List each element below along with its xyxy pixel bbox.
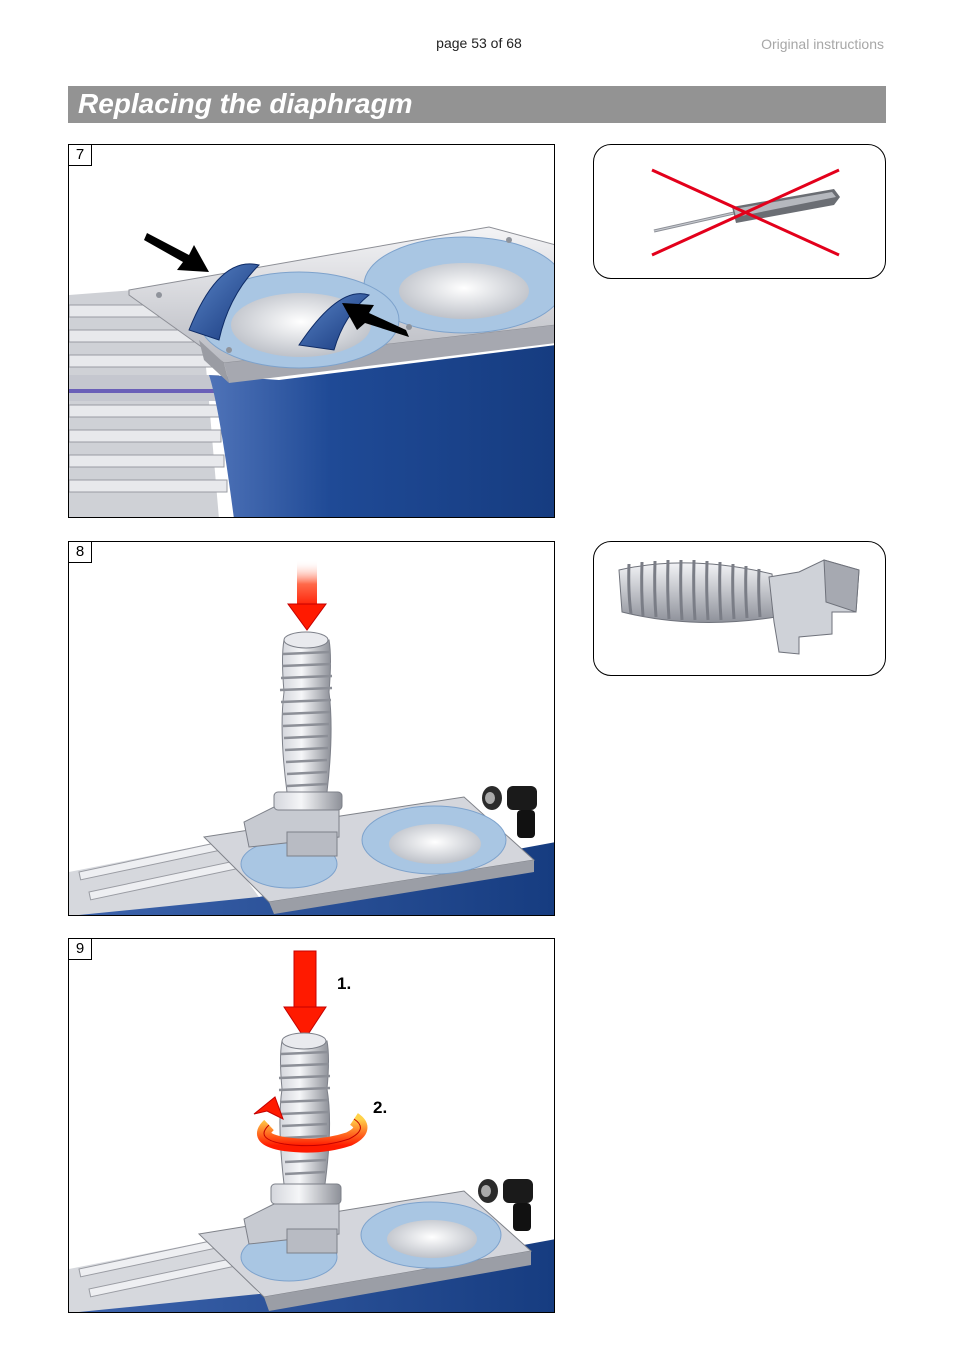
cross-line-2 [651,168,840,257]
tool-press-and-rotate-drawing [69,950,554,1312]
black-pointer-arrows [144,233,409,337]
callout-tool-detail [593,541,886,676]
step-number: 9 [69,939,92,960]
diaphragm-chamber-right [363,236,554,334]
diaphragm-flap-left [188,263,260,341]
hose-fitting [482,786,537,838]
step-number: 7 [69,145,92,166]
callout-no-screwdriver [593,144,886,279]
arrow-down-icon [283,1006,327,1040]
section-title-bar: Replacing the diaphragm [68,86,886,123]
page-header-doc-type: Original instructions [761,36,884,52]
step-label-press: 1. [337,974,352,993]
tool-insertion-drawing [69,560,554,915]
step-8-illustration: 8 [68,541,555,916]
pump-head-diaphragm-drawing [69,145,554,517]
insert-direction-arrow-shaft [297,560,317,608]
press-arrow-shaft [293,950,317,1010]
cooling-fins [69,285,228,517]
screwdriver-drawing [653,189,840,233]
rotate-arrow-icon [253,1096,368,1153]
section-title: Replacing the diaphragm [78,88,413,119]
motor-housing [209,345,554,517]
step-9-illustration: 9 1. 2. [68,938,555,1313]
no-screwdriver-icon [651,168,840,257]
hose-fitting [478,1179,533,1231]
step-7-illustration: 7 [68,144,555,518]
page-header-page-number: page 53 of 68 [436,35,522,51]
arrow-down-icon [287,603,327,631]
diaphragm-chamber-right [360,1201,502,1269]
diaphragm-chamber-right [361,805,507,875]
diaphragm-key-tool-detail [618,559,860,655]
step-label-rotate: 2. [373,1098,388,1117]
diaphragm-key-tool [243,631,343,857]
step-number: 8 [69,542,92,563]
